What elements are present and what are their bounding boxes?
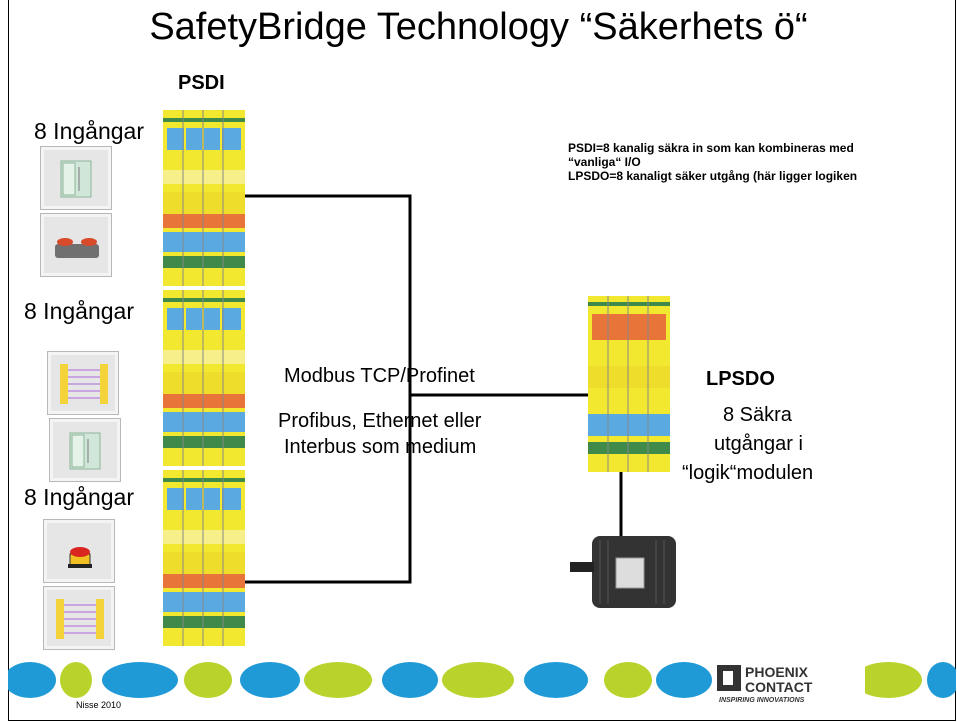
psdi-label: PSDI <box>178 72 225 94</box>
psdi-module-3 <box>162 469 246 647</box>
psdi-module-1 <box>162 109 246 287</box>
motor-icon <box>570 536 676 608</box>
inputs-label-3: 8 Ingångar <box>24 484 134 510</box>
psdi-module-2 <box>162 289 246 467</box>
logo-line-1: PHOENIX <box>745 664 809 680</box>
author-note: Nisse 2010 <box>76 700 122 710</box>
safety-door-switch-icon-2 <box>49 418 121 482</box>
emergency-stop-icon <box>43 519 115 583</box>
medium-line-1: Profibus, Ethernet eller <box>278 410 482 432</box>
lpsdo-module <box>588 296 670 472</box>
bus-label: Modbus TCP/Profinet <box>284 365 475 387</box>
lpsdo-line-3: “logik“modulen <box>682 462 814 484</box>
two-hand-control-icon <box>40 213 112 277</box>
light-curtain-icon-2 <box>43 586 115 650</box>
footer-band <box>8 662 956 698</box>
inputs-label-2: 8 Ingångar <box>24 298 134 324</box>
safety-door-switch-icon <box>40 146 112 210</box>
slide-frame <box>8 0 956 721</box>
inputs-label-1: 8 Ingångar <box>34 118 144 144</box>
medium-line-2: Interbus som medium <box>284 436 477 458</box>
slide-title: SafetyBridge Technology “Säkerhets ö“ <box>149 6 808 48</box>
lpsdo-label: LPSDO <box>706 368 775 390</box>
lpsdo-line-2: utgångar i <box>714 433 803 455</box>
bus-lines <box>245 194 623 584</box>
note-line-3: LPSDO=8 kanaligt säker utgång (här ligge… <box>568 169 858 183</box>
legend-note: PSDI=8 kanalig säkra in som kan kombiner… <box>568 141 857 183</box>
note-line-1: PSDI=8 kanalig säkra in som kan kombiner… <box>568 141 854 155</box>
lpsdo-line-1: 8 Säkra <box>723 404 792 426</box>
note-line-2: “vanliga“ I/O <box>568 155 641 169</box>
light-curtain-icon <box>47 351 119 415</box>
logo-line-2: CONTACT <box>745 679 813 695</box>
phoenix-contact-logo: PHOENIX CONTACT INSPIRING INNOVATIONS <box>715 661 865 705</box>
logo-tagline: INSPIRING INNOVATIONS <box>719 697 805 704</box>
